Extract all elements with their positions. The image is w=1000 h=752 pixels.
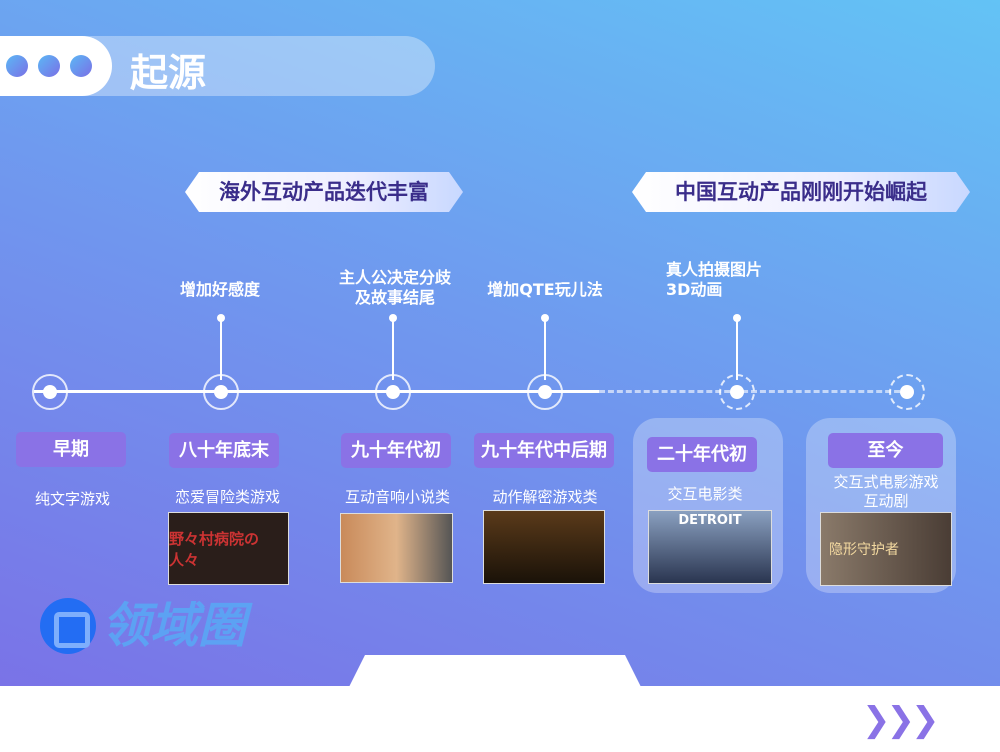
stem-dot xyxy=(733,314,741,322)
dot-icon xyxy=(38,55,60,77)
period-tag: 至今 xyxy=(828,433,943,468)
watermark-logo-icon xyxy=(40,598,96,654)
game-screenshot: DETROIT xyxy=(648,510,772,584)
stem xyxy=(392,320,394,380)
stem xyxy=(220,320,222,380)
game-screenshot xyxy=(483,510,605,584)
annotation: 增加好感度 xyxy=(179,280,260,299)
timeline-node xyxy=(32,374,68,410)
game-screenshot: 隐形守护者 xyxy=(820,512,952,586)
dot-icon xyxy=(70,55,92,77)
period-desc: 互动音响小说类 xyxy=(344,488,450,506)
game-screenshot: 野々村病院の人々 xyxy=(168,512,289,585)
timeline-node xyxy=(889,374,925,410)
annotation: 真人拍摄图片 3D动画 xyxy=(666,260,763,299)
period-desc: 交互电影类 xyxy=(667,485,743,503)
period-desc: 交互式电影游戏 互动剧 xyxy=(833,473,939,510)
stem-dot xyxy=(541,314,549,322)
stem xyxy=(544,320,546,380)
watermark: 领域圈 xyxy=(40,598,246,654)
banner-overseas: 海外互动产品迭代丰富 xyxy=(185,172,463,212)
period-desc: 动作解密游戏类 xyxy=(492,488,598,506)
stem-dot xyxy=(389,314,397,322)
dot-icon xyxy=(6,55,28,77)
watermark-text: 领域圈 xyxy=(102,598,247,654)
period-tag: 早期 xyxy=(16,432,126,467)
period-desc: 纯文字游戏 xyxy=(34,490,110,508)
banner-china: 中国互动产品刚刚开始崛起 xyxy=(632,172,970,212)
period-tag: 九十年代中后期 xyxy=(474,433,614,468)
chevrons-right-icon: ❯❯❯ xyxy=(862,700,939,740)
stem xyxy=(736,320,738,380)
period-tag: 九十年代初 xyxy=(341,433,451,468)
annotation: 主人公决定分歧 及故事结尾 xyxy=(338,268,451,307)
annotation: 增加QTE玩儿法 xyxy=(487,280,603,299)
slide-title: 起源 xyxy=(130,51,207,95)
footer xyxy=(0,686,1000,752)
stem-dot xyxy=(217,314,225,322)
period-tag: 八十年底末 xyxy=(169,433,279,468)
period-tag: 二十年代初 xyxy=(647,437,757,472)
timeline-solid xyxy=(34,390,599,393)
period-desc: 恋爱冒险类游戏 xyxy=(174,488,280,506)
game-screenshot xyxy=(340,513,453,583)
